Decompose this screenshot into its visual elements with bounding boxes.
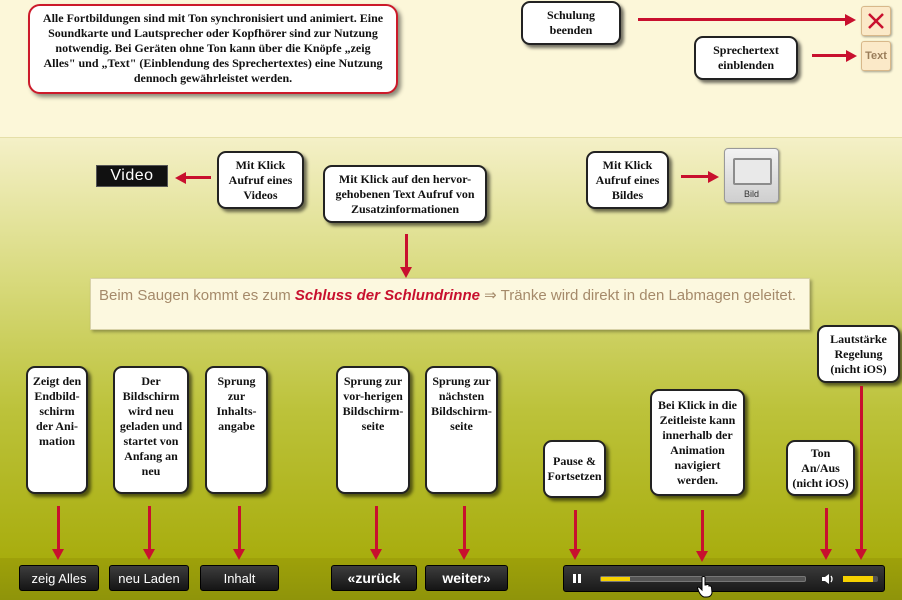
back-button[interactable]: «zurück bbox=[331, 565, 417, 591]
show-all-button[interactable]: zeig Alles bbox=[19, 565, 99, 591]
callout-image: Mit Klick Aufruf eines Bildes bbox=[586, 151, 669, 209]
arrow-highlighted-text bbox=[405, 234, 408, 268]
callout-sound: Ton An/Aus (nicht iOS) bbox=[786, 440, 855, 496]
arrow-pause bbox=[574, 510, 577, 550]
close-icon bbox=[868, 13, 884, 29]
timeline-progress bbox=[601, 577, 630, 581]
arrow-image bbox=[681, 175, 709, 178]
media-player bbox=[563, 565, 885, 592]
highlighted-link[interactable]: Schluss der Schlundrinne bbox=[294, 287, 480, 304]
forward-button[interactable]: weiter» bbox=[425, 565, 508, 591]
close-button[interactable] bbox=[861, 6, 891, 36]
sound-notice: Alle Fortbildungen sind mit Ton synchron… bbox=[28, 4, 398, 94]
volume-level bbox=[843, 576, 873, 582]
volume-slider[interactable] bbox=[843, 576, 878, 582]
callout-video: Mit Klick Aufruf eines Videos bbox=[217, 151, 304, 209]
pause-button[interactable] bbox=[567, 569, 587, 588]
callout-reload: Der Bildschirm wird neu geladen und star… bbox=[113, 366, 189, 494]
callout-volume: Lautstärke Regelung (nicht iOS) bbox=[817, 325, 900, 383]
callout-end-training: Schulung beenden bbox=[521, 1, 621, 45]
arrow-speaker-text bbox=[812, 54, 847, 57]
callout-pause: Pause & Fortsetzen bbox=[543, 440, 606, 498]
arrow-end-training bbox=[638, 18, 846, 21]
callout-highlighted-text: Mit Klick auf den hervor-gehobenen Text … bbox=[323, 165, 487, 223]
text-button[interactable]: Text bbox=[861, 41, 891, 71]
callout-next: Sprung zur nächsten Bildschirm-seite bbox=[425, 366, 498, 494]
arrow-video bbox=[185, 176, 211, 179]
content-text: Beim Saugen kommt es zum Schluss der Sch… bbox=[90, 278, 810, 330]
arrow-show-all bbox=[57, 506, 60, 550]
callout-speaker-text: Sprechertext einblenden bbox=[694, 36, 798, 80]
arrow-sound bbox=[825, 508, 828, 550]
speaker-icon[interactable] bbox=[821, 572, 835, 586]
arrow-next bbox=[463, 506, 466, 550]
arrow-volume bbox=[860, 386, 863, 550]
arrow-previous bbox=[375, 506, 378, 550]
arrow-timeline bbox=[701, 510, 704, 552]
video-button[interactable]: Video bbox=[96, 165, 168, 187]
pause-icon bbox=[573, 574, 581, 583]
image-button[interactable]: Bild bbox=[724, 148, 779, 203]
reload-button[interactable]: neu Laden bbox=[109, 565, 189, 591]
contents-button[interactable]: Inhalt bbox=[200, 565, 279, 591]
callout-contents: Sprung zur Inhalts-angabe bbox=[205, 366, 268, 494]
sound-notice-text: Alle Fortbildungen sind mit Ton synchron… bbox=[42, 11, 384, 85]
image-frame-icon bbox=[733, 158, 772, 185]
arrow-contents bbox=[238, 506, 241, 550]
hand-pointer-icon bbox=[697, 576, 713, 598]
callout-timeline: Bei Klick in die Zeitleiste kann innerha… bbox=[650, 389, 745, 496]
arrow-reload bbox=[148, 506, 151, 550]
callout-previous: Sprung zur vor-herigen Bildschirm-seite bbox=[336, 366, 410, 494]
callout-show-all: Zeigt den Endbild-schirm der Ani-mation bbox=[26, 366, 88, 494]
